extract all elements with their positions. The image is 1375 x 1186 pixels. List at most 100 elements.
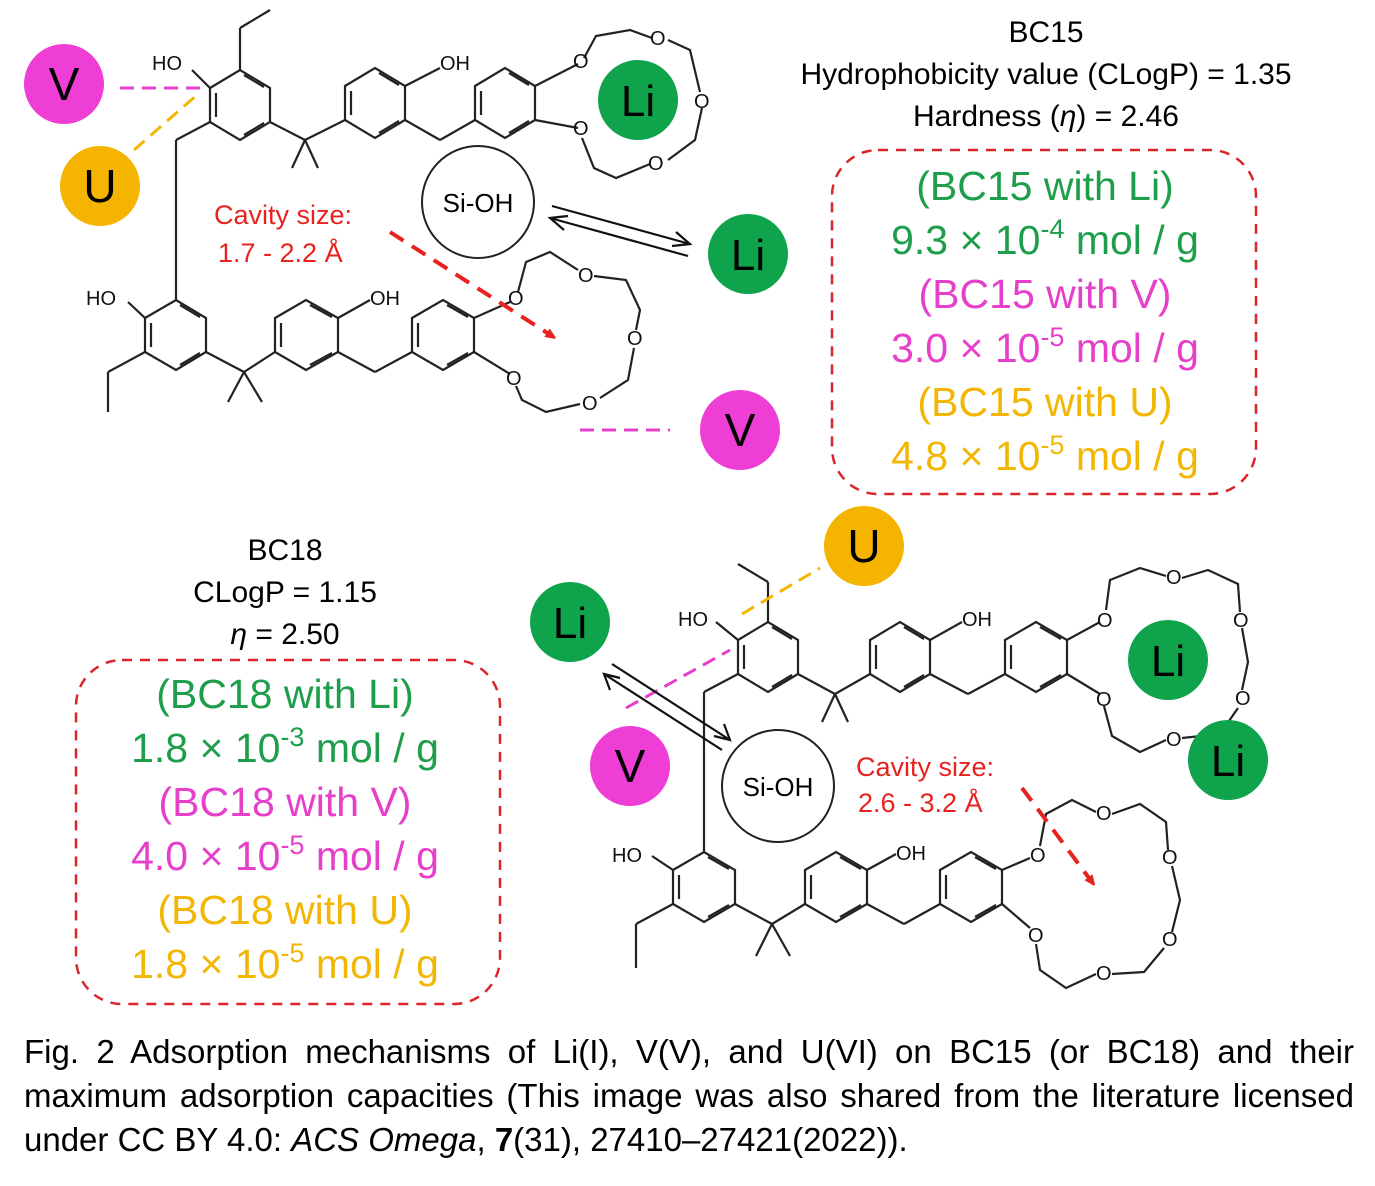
bc15-equilibrium-arrows (547, 204, 693, 258)
bc15-ring-d (106, 298, 245, 412)
bc18-u-mantissa: 1.8 × 10 (131, 941, 280, 987)
bc15-cavity-label: Cavity size: (214, 200, 352, 230)
bc18-ring-e (803, 850, 941, 925)
bc18-o3: O (1233, 610, 1249, 632)
bc15-o2: O (650, 28, 666, 50)
bc18-title: BC18 (247, 534, 322, 567)
bc15-o7: O (578, 265, 594, 287)
bc15-li-exponent: -4 (1040, 214, 1064, 244)
bc18-li-value: 1.8 × 10-3 mol / g (131, 722, 439, 771)
bc15-cavity-arrow (388, 230, 552, 336)
bc15-u-exponent: -5 (1040, 430, 1064, 460)
bc18-u-ion: U (824, 506, 904, 586)
bc15-li-unit: mol / g (1064, 217, 1198, 263)
bc15-hardness-prefix: Hardness ( (913, 100, 1060, 133)
bc15-o9: O (582, 393, 598, 415)
bc18-ho-top: HO (678, 609, 708, 631)
bc18-li-crown-label: Li (1151, 637, 1185, 686)
bc15-hardness-suffix: ) = 2.46 (1076, 100, 1179, 133)
bc18-li-ion-crown: Li (1128, 620, 1208, 700)
bc18-o11: O (1096, 963, 1112, 985)
bc15-cavity-value: 1.7 - 2.2 Å (218, 237, 343, 268)
bc15-v-ion-label: V (49, 58, 80, 110)
bc15-u-ion-label: U (83, 160, 116, 212)
bc15-u-dash (133, 92, 199, 152)
bc18-u-dash (741, 566, 821, 616)
bc18-cavity-arrow (1020, 786, 1092, 882)
bc15-oh-top: OH (440, 53, 470, 75)
bc18-u-exponent: -5 (280, 938, 304, 968)
bc18-u-value: 1.8 × 10-5 mol / g (131, 938, 439, 987)
bc18-v-mantissa: 4.0 × 10 (131, 833, 280, 879)
bc18-li-free-label: Li (553, 599, 587, 648)
bc18-ring-f (938, 850, 1031, 929)
bc15-o8: O (627, 328, 643, 350)
bc15-li-crown-label: Li (621, 77, 655, 126)
bc15-ring-b (343, 66, 476, 141)
bc18-clogp: CLogP = 1.15 (193, 576, 377, 609)
bc18-cavity-value: 2.6 - 3.2 Å (858, 787, 983, 818)
bc18-structure (634, 563, 1250, 990)
bc15-hardness: Hardness (η) = 2.46 (913, 100, 1179, 133)
bc18-ring-c (1003, 620, 1101, 695)
bc15-v-unit: mol / g (1064, 325, 1198, 371)
bc18-o6: O (1096, 689, 1112, 711)
bc18-capacity-text: (BC18 with Li) 1.8 × 10-3 mol / g (BC18 … (131, 671, 439, 987)
figure-caption: Fig. 2 Adsorption mechanisms of Li(I), V… (24, 1030, 1354, 1162)
bc15-capacity-box (830, 148, 1258, 496)
bc18-capacity-box (74, 658, 502, 1006)
caption-main: Fig. 2 Adsorption mechanisms of Li(I), V… (24, 1033, 1354, 1158)
caption-rest: (31), 27410–27421(2022)). (513, 1121, 908, 1158)
bc18-ring-a (702, 563, 836, 852)
bc18-ring-d (634, 850, 773, 968)
bc18-o12: O (1028, 925, 1044, 947)
bc18-hardness: η = 2.50 (230, 618, 339, 651)
bc18-equilibrium-arrows (602, 663, 732, 751)
bc18-o4: O (1235, 688, 1251, 710)
bc18-li-unit: mol / g (304, 725, 438, 771)
bc15-u-label: (BC15 with U) (917, 379, 1172, 425)
bc15-li-label: (BC15 with Li) (916, 163, 1173, 209)
bc18-li-label: (BC18 with Li) (156, 671, 413, 717)
bc15-atom-labels: HO OH O O O O O HO OH O O O O O (86, 28, 710, 415)
bc15-li-value: 9.3 × 10-4 mol / g (891, 214, 1199, 263)
bc18-u-unit: mol / g (304, 941, 438, 987)
bc18-o8: O (1096, 803, 1112, 825)
bc15-oh-bottom: OH (370, 288, 400, 310)
bc18-li-ion-free: Li (530, 582, 610, 662)
bc18-ho-bottom: HO (612, 845, 642, 867)
bc18-sioh-label: Si-OH (743, 772, 814, 802)
bc18-oh-top: OH (962, 609, 992, 631)
bc15-li-ion-free: Li (708, 214, 788, 294)
bc18-v-ion: V (590, 726, 670, 806)
bc15-u-value: 4.8 × 10-5 mol / g (891, 430, 1199, 479)
bc18-v-value: 4.0 × 10-5 mol / g (131, 830, 439, 879)
bc18-v-label: (BC18 with V) (159, 779, 412, 825)
bc18-hardness-suffix: = 2.50 (247, 618, 340, 651)
bc15-u-unit: mol / g (1064, 433, 1198, 479)
bc15-o4: O (648, 153, 664, 175)
bc15-v-label: (BC15 with V) (919, 271, 1172, 317)
bc15-o6: O (508, 288, 524, 310)
bc15-o5: O (573, 118, 589, 140)
bc15-clogp: Hydrophobicity value (CLogP) = 1.35 (800, 58, 1291, 91)
bc15-u-mantissa: 4.8 × 10 (891, 433, 1040, 479)
bc15-capacity-text: (BC15 with Li) 9.3 × 10-4 mol / g (BC15 … (891, 163, 1199, 479)
bc15-ho-bottom: HO (86, 288, 116, 310)
bc18-u-label: (BC18 with U) (157, 887, 412, 933)
bc15-hardness-symbol: η (1060, 100, 1077, 133)
bc18-o9: O (1162, 847, 1178, 869)
bc18-v-exponent: -5 (280, 830, 304, 860)
bc18-o7: O (1030, 845, 1046, 867)
bc15-structure (106, 9, 704, 414)
bc15-title: BC15 (1008, 16, 1083, 49)
bc15-v-mantissa: 3.0 × 10 (891, 325, 1040, 371)
bc15-v-ion-lower: V (700, 390, 780, 470)
bc18-atom-labels: HO OH O O O O O O HO OH O O O O O O (612, 567, 1251, 985)
bc15-o1: O (573, 51, 589, 73)
bc15-sioh-label: Si-OH (443, 188, 514, 218)
bc15-v-lower-label: V (725, 404, 756, 456)
bc15-v-exponent: -5 (1040, 322, 1064, 352)
bc15-ring-a (174, 9, 306, 295)
